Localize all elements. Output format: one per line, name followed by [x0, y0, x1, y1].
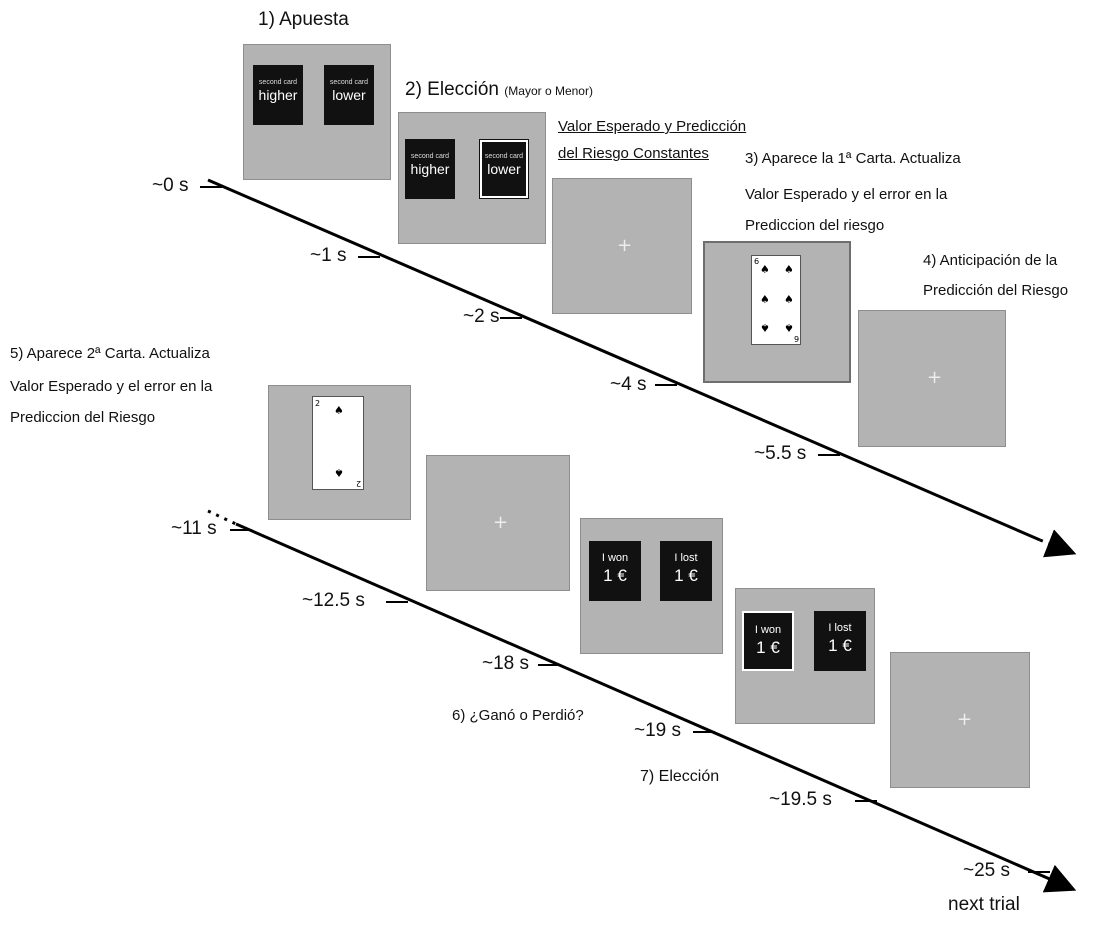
- fixation-cross: +: [957, 709, 973, 730]
- screen-fixation-2: +: [858, 310, 1006, 447]
- won-label: I won: [754, 624, 782, 636]
- step-3-line2: Valor Esperado y el error en la: [745, 186, 948, 203]
- screen-bet: second card higher second card lower: [243, 44, 391, 180]
- lost-amount: 1 €: [828, 636, 852, 655]
- lost-amount: 1 €: [674, 566, 698, 585]
- screen-choice: second card higher second card lower: [398, 112, 546, 244]
- won-box: I won 1 €: [589, 541, 641, 601]
- choice-lower-label: lower: [332, 87, 366, 103]
- step-2-label: 2) Elección (Mayor o Menor): [405, 78, 593, 102]
- time-11: ~11 s: [171, 518, 217, 539]
- time-19: ~19 s: [634, 720, 682, 741]
- spade-icon: ♠: [760, 293, 770, 306]
- lost-box: I lost 1 €: [814, 611, 866, 671]
- second-card-rank-bottom: 2: [356, 479, 362, 488]
- timeline-line-1-dots: [1039, 529, 1077, 558]
- choice-higher-box: second card higher: [253, 65, 303, 125]
- step-5-line2: Valor Esperado y el error en la: [10, 378, 213, 395]
- screen-outcome-2: I won 1 € I lost 1 €: [735, 588, 875, 724]
- time-0: ~0 s: [152, 175, 189, 196]
- time-5-5: ~5.5 s: [754, 443, 807, 464]
- time-4: ~4 s: [610, 374, 647, 395]
- first-card: 6 ♠ ♠ ♠ ♠ ♠ ♠ 6: [751, 255, 801, 345]
- step-6-label: 6) ¿Ganó o Perdió?: [452, 707, 584, 724]
- time-19-5: ~19.5 s: [769, 789, 832, 810]
- won-box-selected: I won 1 €: [742, 611, 794, 671]
- step-4-line2: Predicción del Riesgo: [923, 282, 1069, 299]
- step-2-sub: (Mayor o Menor): [504, 84, 593, 98]
- choice-lower-box: second card lower: [324, 65, 374, 125]
- choice2-higher-small: second card: [410, 153, 450, 160]
- spade-icon: ♠: [334, 404, 344, 417]
- screen-fixation-1: +: [552, 178, 692, 314]
- step-4-line1: 4) Anticipación de la: [923, 252, 1058, 269]
- spade-icon: ♠: [334, 466, 344, 479]
- fixation-cross: +: [927, 367, 943, 388]
- screen-first-card: 6 ♠ ♠ ♠ ♠ ♠ ♠ 6: [703, 241, 851, 383]
- step-2-main: 2) Elección: [405, 79, 499, 100]
- screen-fixation-4: +: [890, 652, 1030, 788]
- lost-label: I lost: [674, 552, 698, 564]
- screen-outcome-1: I won 1 € I lost 1 €: [580, 518, 723, 654]
- constant-label-line2: del Riesgo Constantes: [558, 145, 709, 162]
- choice2-lower-label: lower: [487, 161, 521, 177]
- spade-icon: ♠: [784, 321, 794, 334]
- choice2-lower-small: second card: [484, 153, 524, 160]
- choice-lower-small: second card: [329, 79, 369, 86]
- won-amount: 1 €: [756, 638, 780, 657]
- time-2: ~2 s: [463, 306, 500, 327]
- second-card-rank-top: 2: [315, 399, 321, 408]
- choice2-higher-label: higher: [410, 161, 450, 177]
- lost-box: I lost 1 €: [660, 541, 712, 601]
- next-trial-label: next trial: [948, 894, 1020, 915]
- screen-second-card: 2 ♠ ♠ 2: [268, 385, 411, 520]
- first-card-rank-bottom: 6: [794, 334, 800, 343]
- time-12-5: ~12.5 s: [302, 590, 365, 611]
- step-5-line1: 5) Aparece 2ª Carta. Actualiza: [10, 345, 210, 362]
- first-card-rank-top: 6: [754, 257, 760, 266]
- timeline-line-2: [235, 522, 1077, 893]
- time-1: ~1 s: [310, 245, 347, 266]
- won-amount: 1 €: [603, 566, 627, 585]
- constant-label-line1: Valor Esperado y Predicción: [558, 118, 747, 135]
- spade-icon: ♠: [784, 293, 794, 306]
- spade-icon: ♠: [784, 263, 794, 276]
- lost-label: I lost: [828, 622, 852, 634]
- spade-icon: ♠: [760, 321, 770, 334]
- spade-icon: ♠: [760, 263, 770, 276]
- screen-fixation-3: +: [426, 455, 570, 591]
- second-card: 2 ♠ ♠ 2: [312, 396, 364, 490]
- choice-higher-small: second card: [258, 79, 298, 86]
- choice2-higher-box: second card higher: [405, 139, 455, 199]
- step-7-label: 7) Elección: [640, 768, 720, 785]
- step-5-line3: Prediccion del Riesgo: [10, 409, 156, 426]
- fixation-cross: +: [617, 235, 633, 256]
- fixation-cross: +: [493, 512, 509, 533]
- timeline-line-1: [207, 178, 1041, 542]
- step-3-line1: 3) Aparece la 1ª Carta. Actualiza: [745, 150, 961, 167]
- won-label: I won: [601, 552, 629, 564]
- time-25: ~25 s: [963, 860, 1011, 881]
- step-1-label: 1) Apuesta: [258, 9, 349, 30]
- choice-higher-label: higher: [258, 87, 298, 103]
- time-18: ~18 s: [482, 653, 530, 674]
- choice2-lower-box: second card lower: [479, 139, 529, 199]
- step-3-line3: Prediccion del riesgo: [745, 217, 885, 234]
